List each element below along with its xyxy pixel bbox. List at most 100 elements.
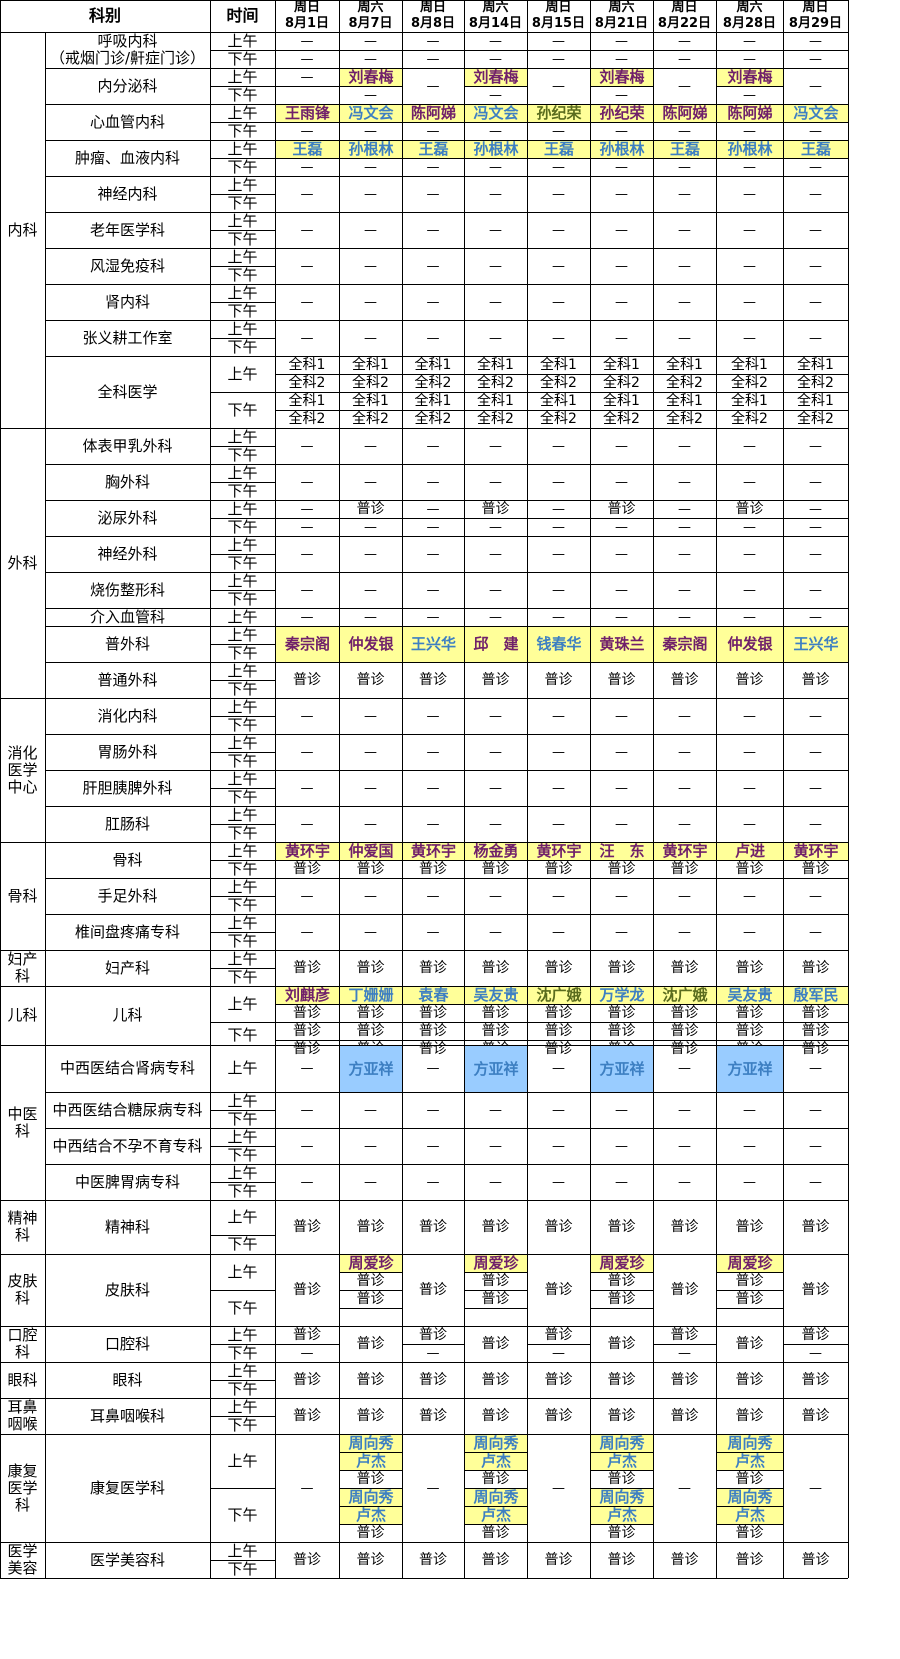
- doctor-name: 方亚祥: [340, 1046, 402, 1093]
- header-time: 时间: [226, 6, 259, 25]
- grid-line: [339, 1452, 402, 1454]
- dash-cell: —: [678, 186, 691, 202]
- doctor-name: 袁春: [403, 987, 464, 1004]
- time-pm: 下午: [227, 824, 258, 842]
- time-pm: 下午: [227, 680, 258, 698]
- time-pm: 下午: [227, 932, 258, 950]
- grid-line: [402, 518, 464, 519]
- dash-cell: —: [809, 123, 822, 139]
- dash-cell: —: [489, 888, 502, 904]
- doctor-name: 刘春梅: [465, 69, 527, 86]
- grid-line: [653, 158, 716, 159]
- doctor-name: 孙纪荣: [528, 105, 590, 122]
- general-clinic-cell: 普诊: [481, 1272, 510, 1289]
- gp-slot: 全科2: [540, 410, 577, 427]
- doctor-name: 王磊: [403, 141, 464, 158]
- grid-line: [0, 842, 848, 843]
- dash-cell: —: [678, 1480, 691, 1496]
- grid-line: [402, 50, 464, 51]
- general-clinic-cell: 普诊: [735, 500, 764, 517]
- general-clinic-cell: 普诊: [735, 671, 764, 688]
- doctor-name: 仲发银: [340, 627, 402, 662]
- dash-cell: —: [615, 123, 628, 139]
- header-day: 周日 8月1日: [284, 0, 330, 31]
- dash-cell: —: [615, 609, 628, 625]
- dash-cell: —: [426, 294, 440, 310]
- gp-slot: 全科2: [731, 374, 768, 391]
- general-clinic-cell: 普诊: [735, 1004, 764, 1021]
- grid-line: [275, 122, 339, 123]
- general-clinic-cell: 普诊: [293, 860, 321, 877]
- grid-line: [402, 158, 464, 159]
- general-clinic-cell: 普诊: [670, 1551, 699, 1568]
- dash-cell: —: [300, 51, 314, 67]
- doctor-name: 周向秀: [465, 1435, 527, 1453]
- dash-cell: —: [809, 1174, 822, 1190]
- dash-cell: —: [489, 33, 502, 49]
- dash-cell: —: [364, 546, 377, 562]
- doctor-name: 卢杰: [717, 1453, 783, 1471]
- row-label-0: 眼科: [112, 1370, 143, 1389]
- time-pm: 下午: [227, 158, 258, 176]
- general-clinic-cell: 普诊: [419, 671, 447, 688]
- dash-cell: —: [678, 474, 691, 490]
- grid-line: [339, 1272, 402, 1274]
- grid-line: [464, 1470, 527, 1472]
- doctor-name: 周向秀: [717, 1435, 783, 1453]
- general-clinic-cell: 普诊: [735, 1218, 764, 1235]
- grid-line: [210, 644, 275, 645]
- dash-cell: —: [678, 1138, 691, 1154]
- dash-cell: —: [743, 744, 756, 760]
- dash-cell: —: [615, 1102, 628, 1118]
- time-am: 上午: [227, 1398, 258, 1416]
- dash-cell: —: [426, 222, 440, 238]
- dash-cell: —: [743, 708, 756, 724]
- grid-line: [210, 122, 275, 123]
- time-am: 上午: [227, 994, 258, 1013]
- grid-line: [210, 392, 275, 393]
- dash-cell: —: [300, 1174, 314, 1190]
- doctor-name: 黄环宇: [784, 843, 848, 860]
- dash-cell: —: [364, 708, 377, 724]
- gp-slot: 全科1: [666, 392, 703, 409]
- grid-line: [275, 86, 339, 87]
- row-label-0: 消化内科: [97, 706, 158, 725]
- dash-cell: —: [743, 33, 756, 49]
- grid-line: [590, 1290, 653, 1292]
- dash-cell: —: [809, 1138, 822, 1154]
- grid-line: [45, 734, 848, 735]
- dash-cell: —: [489, 780, 502, 796]
- grid-line: [716, 86, 783, 87]
- row-label-2: 椎间盘疼痛专科: [74, 922, 180, 941]
- grid-line: [275, 1344, 339, 1346]
- dash-cell: —: [678, 33, 691, 49]
- grid-line: [0, 1434, 848, 1436]
- time-pm: 下午: [227, 1505, 258, 1524]
- dash-cell: —: [552, 1345, 565, 1361]
- grid-line: [210, 1110, 275, 1112]
- grid-line: [45, 878, 848, 879]
- grid-line: [0, 428, 848, 429]
- general-clinic-cell: 普诊: [607, 1290, 636, 1307]
- general-clinic-cell: 普诊: [544, 1218, 573, 1235]
- row-label-6: 普外科: [104, 634, 150, 653]
- general-clinic-cell: 普诊: [607, 1022, 636, 1039]
- doctor-name: 方亚祥: [717, 1046, 783, 1093]
- grid-line: [275, 860, 339, 861]
- general-clinic-cell: 普诊: [293, 1326, 321, 1343]
- row-label-6: 风湿免疫科: [89, 256, 165, 275]
- dash-cell: —: [552, 258, 565, 274]
- dash-cell: —: [615, 159, 628, 175]
- grid-line: [653, 122, 716, 123]
- doctor-name: 黄环宇: [403, 843, 464, 860]
- dash-cell: —: [743, 330, 756, 346]
- time-am: 上午: [227, 842, 258, 860]
- doctor-name: 陈阿娣: [717, 105, 783, 122]
- dash-cell: —: [809, 294, 822, 310]
- time-pm: 下午: [227, 716, 258, 734]
- dash-cell: —: [552, 186, 565, 202]
- grid-line: [716, 1488, 783, 1490]
- general-clinic-cell: 普诊: [607, 1524, 636, 1541]
- grid-line: [210, 482, 275, 483]
- grid-line: [464, 860, 527, 861]
